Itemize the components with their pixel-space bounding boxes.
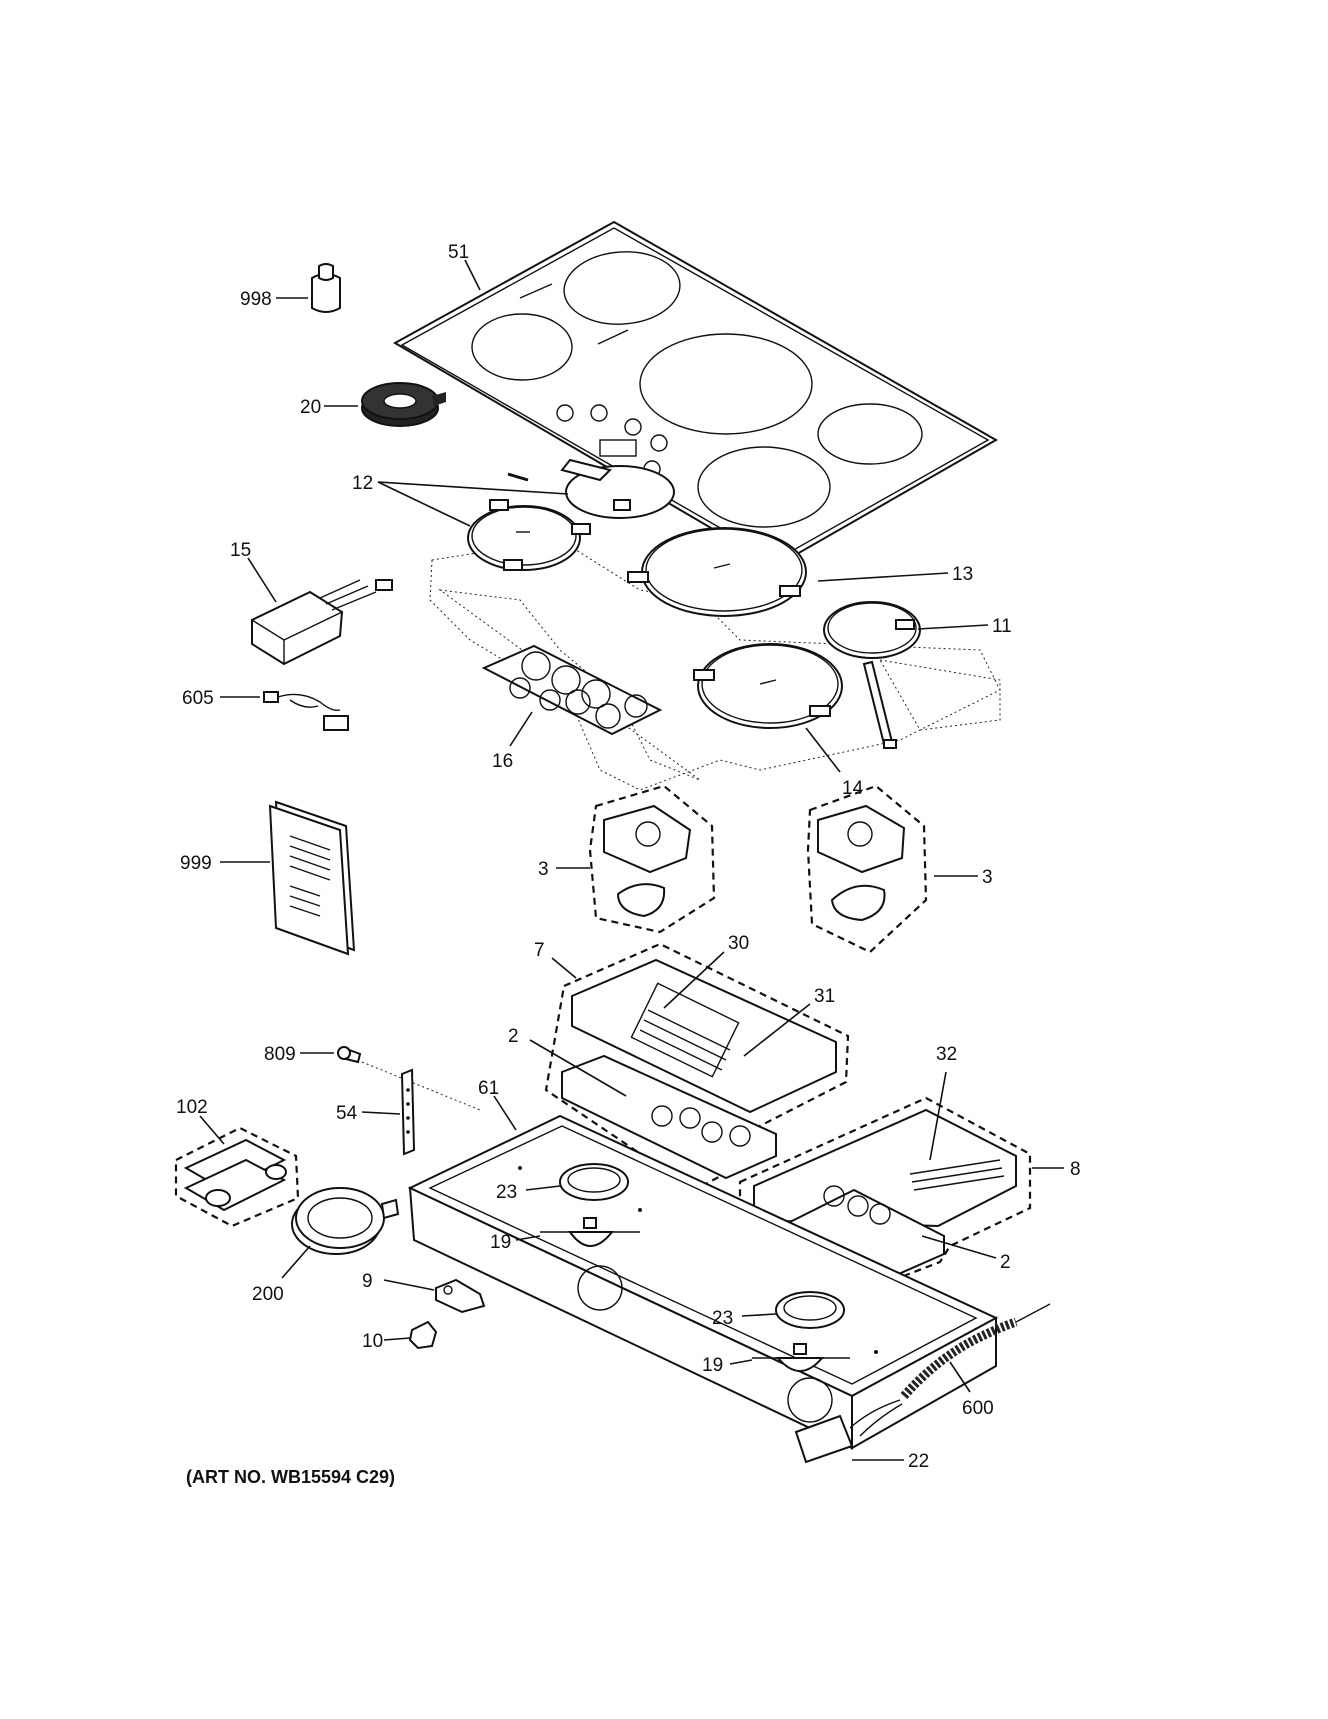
part-3-fan-kit-left (588, 784, 716, 934)
callout-23-left: 23 (496, 1182, 517, 1203)
callout-61: 61 (478, 1078, 499, 1099)
callout-14: 14 (842, 778, 864, 799)
callout-16: 16 (492, 751, 513, 772)
callout-7: 7 (534, 940, 545, 961)
callout-9: 9 (362, 1271, 373, 1292)
callout-15: 15 (230, 540, 251, 561)
part-7-inverter-assembly (544, 942, 850, 1192)
part-8-inverter-assembly (738, 1096, 1032, 1284)
callout-11: 11 (992, 616, 1012, 637)
part-54-bracket (400, 1068, 416, 1156)
part-102-terminal-kit (174, 1126, 300, 1228)
part-23-ring-left (559, 1163, 629, 1201)
part-15-control-module (250, 579, 393, 666)
part-9-bracket-clip (435, 1278, 486, 1314)
callout-998: 998 (240, 289, 272, 310)
callout-13: 13 (952, 564, 973, 585)
part-13-radiant-element-large (627, 527, 807, 617)
part-14-radiant-element (693, 643, 843, 729)
callout-19-right: 19 (702, 1355, 723, 1376)
callout-51: 51 (448, 242, 469, 263)
callout-31: 31 (814, 986, 835, 1007)
callout-809: 809 (264, 1044, 296, 1065)
callout-2-left: 2 (508, 1026, 519, 1047)
part-600-conduit (849, 1303, 1051, 1437)
callout-10: 10 (362, 1331, 383, 1352)
part-3-fan-kit-right (806, 784, 928, 954)
part-51-glass-cooktop (392, 220, 999, 568)
callout-20: 20 (300, 397, 321, 418)
callout-2-right: 2 (1000, 1252, 1011, 1273)
part-998-cleaner-bottle (311, 263, 341, 313)
art-number: (ART NO. WB15594 C29) (186, 1467, 395, 1487)
callout-54: 54 (336, 1103, 358, 1124)
part-809-screw (337, 1046, 362, 1064)
callout-3-left: 3 (538, 859, 549, 880)
part-19-spider-left (540, 1217, 640, 1247)
callout-19-left: 19 (490, 1232, 511, 1253)
part-200-gasket (291, 1187, 400, 1255)
callout-3-right: 3 (982, 867, 993, 888)
part-20-tape-roll (361, 382, 446, 427)
callout-999: 999 (180, 853, 212, 874)
callout-8: 8 (1070, 1159, 1081, 1180)
callout-30: 30 (728, 933, 749, 954)
part-19-spider-right (752, 1343, 850, 1372)
part-10-clip (408, 1320, 438, 1350)
callout-600: 600 (962, 1398, 994, 1419)
part-605-wire-harness (263, 691, 349, 731)
callout-12: 12 (352, 473, 373, 494)
callout-200: 200 (252, 1284, 284, 1305)
callout-23-right: 23 (712, 1308, 733, 1329)
callout-102: 102 (176, 1097, 208, 1118)
part-22-label (794, 1414, 854, 1464)
part-11-radiant-element (823, 601, 921, 749)
callout-22: 22 (908, 1451, 929, 1472)
part-12-radiant-element-rear (507, 458, 675, 519)
part-23-ring-right (775, 1291, 845, 1329)
callout-32: 32 (936, 1044, 957, 1065)
bracket-frame-outline (429, 539, 1001, 791)
part-999-owners-manual (268, 800, 356, 956)
part-12-radiant-element-small (467, 499, 591, 571)
callout-605: 605 (182, 688, 214, 709)
part-16-control-board (481, 644, 663, 736)
